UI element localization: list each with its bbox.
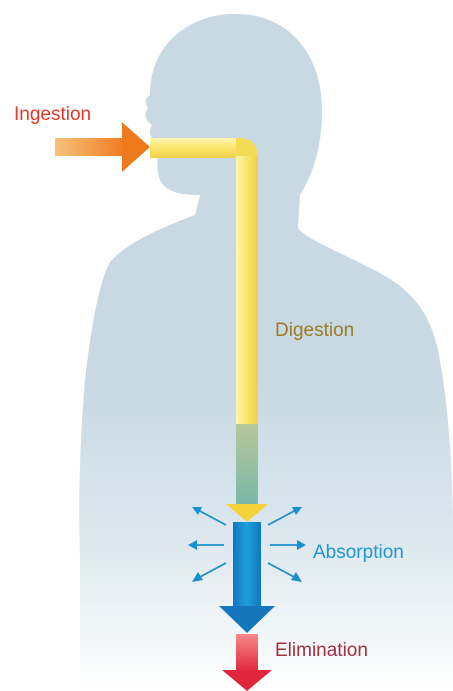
elimination-label: Elimination xyxy=(275,640,368,661)
absorption-shaft xyxy=(233,522,261,608)
digestion-label: Digestion xyxy=(275,320,354,341)
body-silhouette xyxy=(79,14,453,691)
ingestion-arrow xyxy=(55,122,150,172)
ingestion-label: Ingestion xyxy=(14,104,91,125)
absorption-label: Absorption xyxy=(313,542,404,563)
digestion-tube-horizontal xyxy=(150,138,240,158)
elimination-shaft xyxy=(236,634,258,672)
digestion-tube-lower xyxy=(236,424,258,506)
digestion-tube-vertical xyxy=(236,156,258,426)
